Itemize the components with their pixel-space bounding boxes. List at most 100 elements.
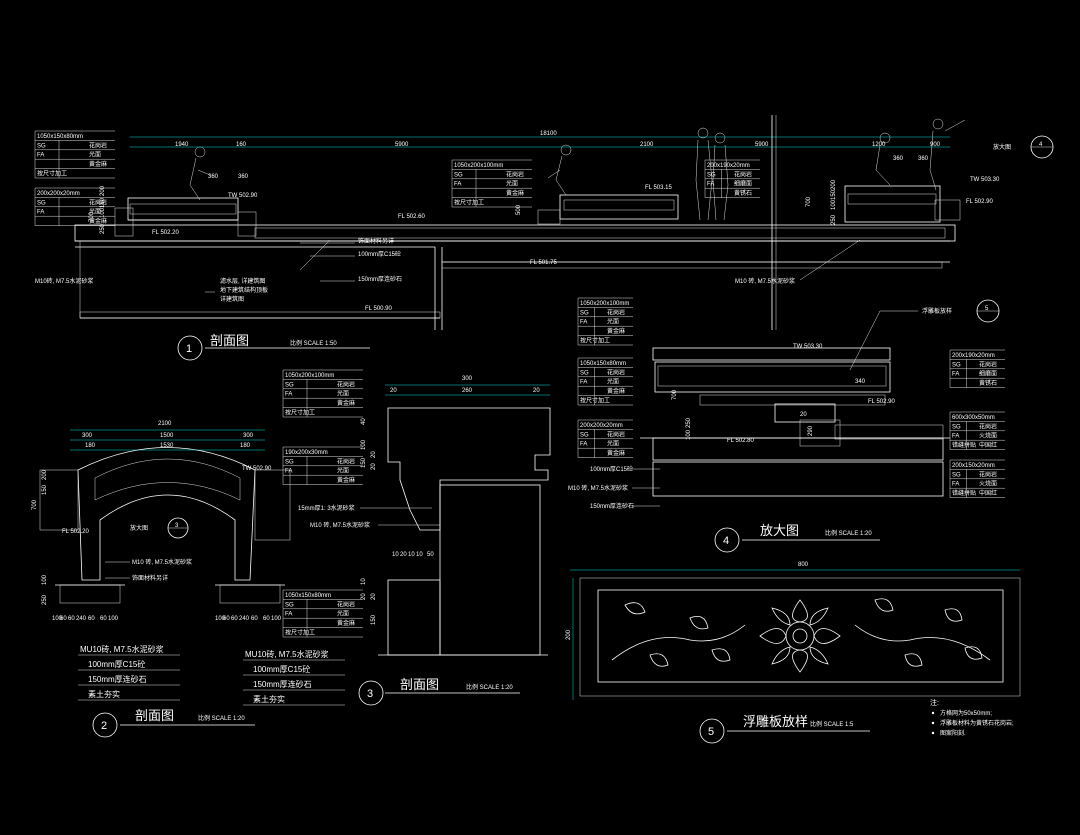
svg-text:250: 250 — [100, 223, 106, 234]
section-3: 300 20 260 20 100 40 150 20 20 10 20 10 … — [298, 376, 551, 706]
svg-text:100: 100 — [361, 439, 367, 450]
svg-text:MU10砖, M7.5水泥砂浆: MU10砖, M7.5水泥砂浆 — [245, 649, 329, 659]
material-value: 花岗岩 — [337, 457, 355, 465]
material-value: 光面 — [337, 467, 349, 475]
svg-text:50: 50 — [427, 552, 434, 558]
svg-text:浮雕板放样: 浮雕板放样 — [743, 714, 808, 729]
section-4: TW 503.30 FL 502.90 FL 502.80 700 250 10… — [568, 299, 1000, 553]
material-value: 细磨面 — [734, 180, 752, 188]
svg-text:1: 1 — [186, 343, 192, 355]
material-value: 花岗岩 — [337, 380, 355, 388]
svg-text:TW 503.30: TW 503.30 — [970, 177, 1000, 183]
material-value: 花岗岩 — [979, 470, 997, 478]
svg-text:150mm厚连砂石: 150mm厚连砂石 — [358, 275, 402, 283]
dimension-label: 100 — [52, 616, 63, 622]
section-2-layers-left: MU10砖, M7.5水泥砂浆 100mm厚C15砼 150mm厚连砂石 素土夯… — [78, 644, 180, 701]
dimension-label: 60 — [263, 616, 270, 622]
material-code: SG — [952, 362, 961, 368]
svg-text:3: 3 — [367, 688, 373, 700]
svg-text:FL 502.20: FL 502.20 — [62, 529, 89, 535]
material-code: 200x200x20mm — [580, 423, 623, 429]
material-code: FA — [952, 434, 959, 440]
svg-text:比例 SCALE 1:20: 比例 SCALE 1:20 — [198, 714, 245, 722]
planter-right — [844, 185, 941, 223]
material-value: 光面 — [89, 151, 101, 159]
svg-text:TW 503.30: TW 503.30 — [793, 344, 823, 350]
dimension-label: 100 — [215, 616, 226, 622]
section-5: 800 200 5 浮雕板放样 比例 SC — [566, 562, 1021, 744]
svg-text:剖面图: 剖面图 — [135, 708, 174, 723]
svg-text:360: 360 — [893, 156, 904, 162]
dim-total: 18100 — [540, 131, 557, 137]
svg-text:FL 501.75: FL 501.75 — [530, 260, 557, 266]
material-value: 花岗岩 — [89, 141, 107, 149]
material-code: 200x190x20mm — [952, 353, 995, 359]
svg-text:20: 20 — [361, 593, 367, 600]
material-value: 光面 — [337, 610, 349, 618]
material-value: 花岗岩 — [607, 430, 625, 438]
svg-text:2100: 2100 — [640, 142, 654, 148]
svg-text:100mm厚C15砼: 100mm厚C15砼 — [358, 250, 401, 258]
svg-text:M10 砖, M7.5水泥砂浆: M10 砖, M7.5水泥砂浆 — [132, 558, 192, 566]
svg-text:800: 800 — [798, 562, 809, 568]
material-code: FA — [37, 153, 44, 159]
material-code: 按尺寸加工 — [285, 409, 315, 417]
svg-text:360: 360 — [208, 174, 219, 180]
dimension-label: 100 — [271, 616, 282, 622]
svg-text:150mm厚连砂石: 150mm厚连砂石 — [253, 679, 312, 689]
svg-text:5: 5 — [708, 726, 714, 738]
material-code: 按尺寸加工 — [580, 337, 610, 345]
section-4-number-circle — [714, 527, 740, 553]
material-code: SG — [580, 370, 589, 376]
material-code: 200x190x20mm — [707, 163, 750, 169]
material-value: 黄金麻 — [607, 327, 625, 335]
material-code: SG — [285, 459, 294, 465]
svg-text:250: 250 — [42, 594, 48, 605]
material-value: 中国红 — [979, 441, 997, 449]
svg-text:1530: 1530 — [160, 443, 174, 449]
material-code: FA — [707, 182, 714, 188]
svg-text:5900: 5900 — [395, 142, 409, 148]
planter-left — [127, 197, 239, 221]
material-code: FA — [37, 210, 44, 216]
material-value: 光面 — [607, 440, 619, 448]
material-code: FA — [285, 392, 292, 398]
svg-text:4: 4 — [723, 535, 729, 547]
svg-text:100mm厚C15砼: 100mm厚C15砼 — [253, 664, 310, 674]
svg-text:放大图: 放大图 — [760, 523, 799, 538]
section-2: 2100 300 1500 300 180 1530 180 TW 502.90… — [32, 421, 345, 738]
material-value: 花岗岩 — [337, 600, 355, 608]
material-value: 花岗岩 — [89, 198, 107, 206]
material-value: 花岗岩 — [607, 368, 625, 376]
material-code: SG — [952, 472, 961, 478]
material-code: 错缝拼贴 — [952, 441, 976, 449]
svg-text:20: 20 — [800, 412, 807, 418]
material-code: 1050x150x80mm — [580, 361, 626, 367]
material-value: 光面 — [337, 390, 349, 398]
svg-text:100: 100 — [100, 207, 106, 218]
svg-text:700: 700 — [806, 196, 812, 207]
relief-panel-border — [597, 589, 1004, 683]
material-code: 1050x150x80mm — [285, 593, 331, 599]
svg-text:FL 503.15: FL 503.15 — [645, 185, 672, 191]
section-2-number-circle — [92, 712, 118, 738]
svg-text:滤水层, 详建筑图: 滤水层, 详建筑图 — [220, 277, 265, 285]
material-value: 火烧面 — [979, 432, 997, 440]
material-code: 600x300x50mm — [952, 415, 995, 421]
svg-text:素土夯实: 素土夯实 — [253, 694, 285, 704]
svg-text:4: 4 — [1039, 142, 1043, 148]
svg-text:TW 502.90: TW 502.90 — [242, 466, 272, 472]
material-code: 按尺寸加工 — [285, 629, 315, 637]
base-stone — [387, 579, 441, 656]
svg-text:20: 20 — [533, 388, 540, 394]
svg-text:150: 150 — [100, 197, 106, 208]
